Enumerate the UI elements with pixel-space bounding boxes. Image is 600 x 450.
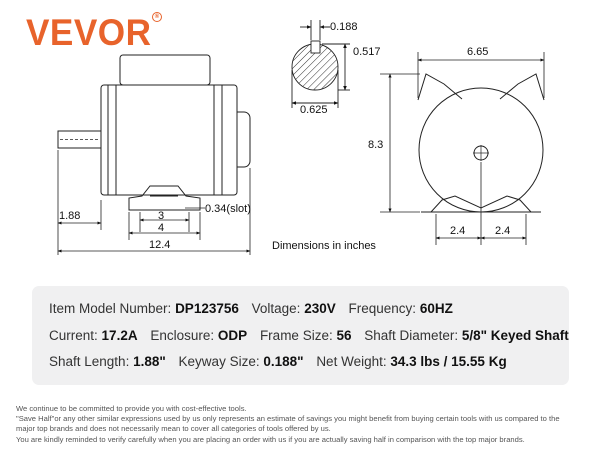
motor-body (100, 84, 238, 196)
enclosure-label: Enclosure: (150, 328, 215, 343)
dim-shaft-diameter: 0.625 (300, 104, 328, 116)
net-weight-label: Net Weight: (316, 354, 387, 369)
disclaimer-line-1: We continue to be committed to provide y… (16, 404, 247, 413)
dim-slot: 0.34(slot) (205, 203, 251, 215)
frame-size-label: Frame Size: (259, 328, 333, 343)
shaft-diameter-value: 5/8" Keyed Shaft (461, 328, 569, 343)
keyway-size-label: Keyway Size: (178, 354, 260, 369)
motor-side-view (57, 54, 251, 211)
frame-size-value: 56 (336, 328, 352, 343)
motor-shaft (57, 130, 102, 149)
dim-base-left: 2.4 (450, 225, 465, 237)
disclaimer-line-2: "Save Half"or any other similar expressi… (16, 414, 560, 424)
disclaimer-line-4: You are kindly reminded to verify carefu… (16, 434, 525, 444)
dim-base-right: 2.4 (495, 225, 510, 237)
frequency-label: Frequency: (348, 301, 417, 316)
drawing-caption: Dimensions in inches (272, 240, 376, 252)
dim-shaft-length: 1.88 (59, 210, 80, 222)
registered-mark: ® (152, 12, 162, 22)
voltage-value: 230V (304, 301, 336, 316)
current-value: 17.2A (101, 328, 138, 343)
capacitor-box (119, 54, 211, 86)
spec-row-1: Item Model Number: DP123756 Voltage: 230… (49, 301, 453, 316)
dim-keyway-width: 0.188 (330, 21, 358, 33)
current-label: Current: (49, 328, 98, 343)
disclaimer-line-3: major top brands and does not necessaril… (16, 424, 331, 434)
left-lifting-lug (417, 73, 463, 101)
keyway-size-value: 0.188" (263, 354, 304, 369)
dim-foot-outer: 4 (158, 222, 164, 234)
disclaimer-text: We continue to be committed to provide y… (16, 404, 591, 445)
shaft-length-value: 1.88" (133, 354, 166, 369)
enclosure-value: ODP (217, 328, 248, 343)
dim-overall-length: 12.4 (149, 239, 170, 251)
shaft-length-label: Shaft Length: (49, 354, 130, 369)
vevor-logo: VEVOR (26, 12, 152, 53)
dim-overall-height: 8.3 (368, 139, 383, 151)
spec-row-3: Shaft Length: 1.88" Keyway Size: 0.188" … (49, 354, 507, 369)
right-lifting-lug (499, 73, 545, 101)
model-value: DP123756 (175, 301, 239, 316)
dim-keyway-depth: 0.517 (353, 46, 381, 58)
mounting-base-side (128, 185, 201, 211)
shaft-cross-section (291, 20, 350, 108)
voltage-label: Voltage: (251, 301, 301, 316)
dim-overall-width: 6.65 (467, 46, 488, 58)
model-label: Item Model Number: (49, 301, 172, 316)
specifications-panel: Item Model Number: DP123756 Voltage: 230… (32, 286, 569, 385)
motor-dimension-drawing: 1.88 3 4 12.4 0.34(slot) 0.188 0.517 0.6… (57, 20, 545, 255)
dim-foot-inner: 3 (158, 210, 164, 222)
spec-row-2: Current: 17.2A Enclosure: ODP Frame Size… (49, 328, 569, 343)
shaft-diameter-label: Shaft Diameter: (364, 328, 459, 343)
frequency-value: 60HZ (419, 301, 453, 316)
rear-bearing-cap (237, 111, 251, 168)
net-weight-value: 34.3 lbs / 15.55 Kg (390, 354, 507, 369)
